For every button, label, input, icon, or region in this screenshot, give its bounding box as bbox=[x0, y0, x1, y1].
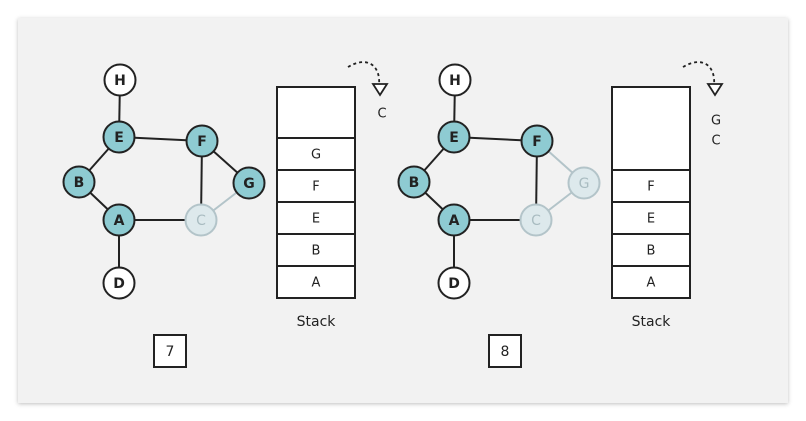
node-e: E bbox=[437, 120, 471, 154]
stack-title: Stack bbox=[297, 314, 337, 330]
node-label: G bbox=[243, 176, 255, 192]
node-label: G bbox=[579, 176, 590, 192]
node-label: B bbox=[74, 175, 85, 191]
popped-item: G bbox=[711, 114, 721, 129]
node-circle bbox=[438, 63, 472, 97]
node-label: H bbox=[114, 73, 126, 89]
node-circle bbox=[102, 266, 136, 300]
stack-cell-label: B bbox=[647, 244, 656, 259]
node-circle bbox=[437, 266, 471, 300]
step-number: 7 bbox=[166, 344, 175, 360]
node-label: D bbox=[448, 276, 460, 292]
node-label: E bbox=[449, 130, 459, 146]
node-circle bbox=[62, 165, 96, 199]
node-circle bbox=[102, 203, 136, 237]
popped-item: C bbox=[377, 107, 386, 122]
node-label: B bbox=[409, 175, 420, 191]
node-d: D bbox=[437, 266, 471, 300]
stack-cell-label: F bbox=[647, 180, 654, 195]
step-box bbox=[153, 334, 187, 368]
stack-cell-label: F bbox=[312, 180, 319, 195]
pop-arrow-head bbox=[371, 83, 389, 97]
node-b: B bbox=[397, 165, 431, 199]
node-circle bbox=[232, 166, 266, 200]
node-h: H bbox=[103, 63, 137, 97]
pop-arrow bbox=[347, 61, 380, 87]
node-circle bbox=[437, 203, 471, 237]
stack-cell bbox=[276, 169, 356, 203]
node-label: C bbox=[531, 213, 541, 229]
node-h: H bbox=[438, 63, 472, 97]
node-a: A bbox=[102, 203, 136, 237]
node-circle bbox=[397, 165, 431, 199]
stack-cell-label: E bbox=[647, 212, 655, 227]
node-g: G bbox=[232, 166, 266, 200]
node-label: C bbox=[196, 213, 206, 229]
step-number: 8 bbox=[501, 344, 510, 360]
node-c: C bbox=[519, 203, 553, 237]
stack-cell bbox=[276, 201, 356, 235]
node-circle bbox=[567, 166, 601, 200]
stack-title: Stack bbox=[632, 314, 672, 330]
node-c: C bbox=[184, 203, 218, 237]
node-label: D bbox=[113, 276, 125, 292]
stack-cell-label: G bbox=[311, 148, 321, 163]
pop-arrow bbox=[682, 61, 715, 87]
step-box bbox=[488, 334, 522, 368]
stack-cell bbox=[611, 233, 691, 267]
stack-cell bbox=[276, 265, 356, 299]
popped-item: C bbox=[711, 134, 720, 149]
node-label: A bbox=[114, 213, 125, 229]
stack-cell-label: B bbox=[312, 244, 321, 259]
node-circle bbox=[520, 124, 554, 158]
stack-cell-label: E bbox=[312, 212, 320, 227]
node-g: G bbox=[567, 166, 601, 200]
node-a: A bbox=[437, 203, 471, 237]
node-f: F bbox=[520, 124, 554, 158]
node-label: E bbox=[114, 130, 124, 146]
node-label: H bbox=[449, 73, 461, 89]
node-circle bbox=[519, 203, 553, 237]
stack-cell-label: A bbox=[647, 276, 656, 291]
stack: F E B A Stack bbox=[611, 86, 691, 330]
node-circle bbox=[185, 124, 219, 158]
node-d: D bbox=[102, 266, 136, 300]
stack-cell-label: A bbox=[312, 276, 321, 291]
node-label: F bbox=[532, 134, 542, 150]
node-circle bbox=[103, 63, 137, 97]
stack-cell bbox=[611, 169, 691, 203]
node-label: F bbox=[197, 134, 207, 150]
panel-7: H E F B G A C D G F E B A Stack C 7 bbox=[62, 61, 389, 368]
stack: G F E B A Stack bbox=[276, 86, 356, 330]
node-label: A bbox=[449, 213, 460, 229]
node-circle bbox=[102, 120, 136, 154]
node-f: F bbox=[185, 124, 219, 158]
node-e: E bbox=[102, 120, 136, 154]
pop-arrow-head bbox=[706, 83, 724, 97]
stack-cell bbox=[611, 265, 691, 299]
node-b: B bbox=[62, 165, 96, 199]
node-circle bbox=[437, 120, 471, 154]
node-circle bbox=[184, 203, 218, 237]
